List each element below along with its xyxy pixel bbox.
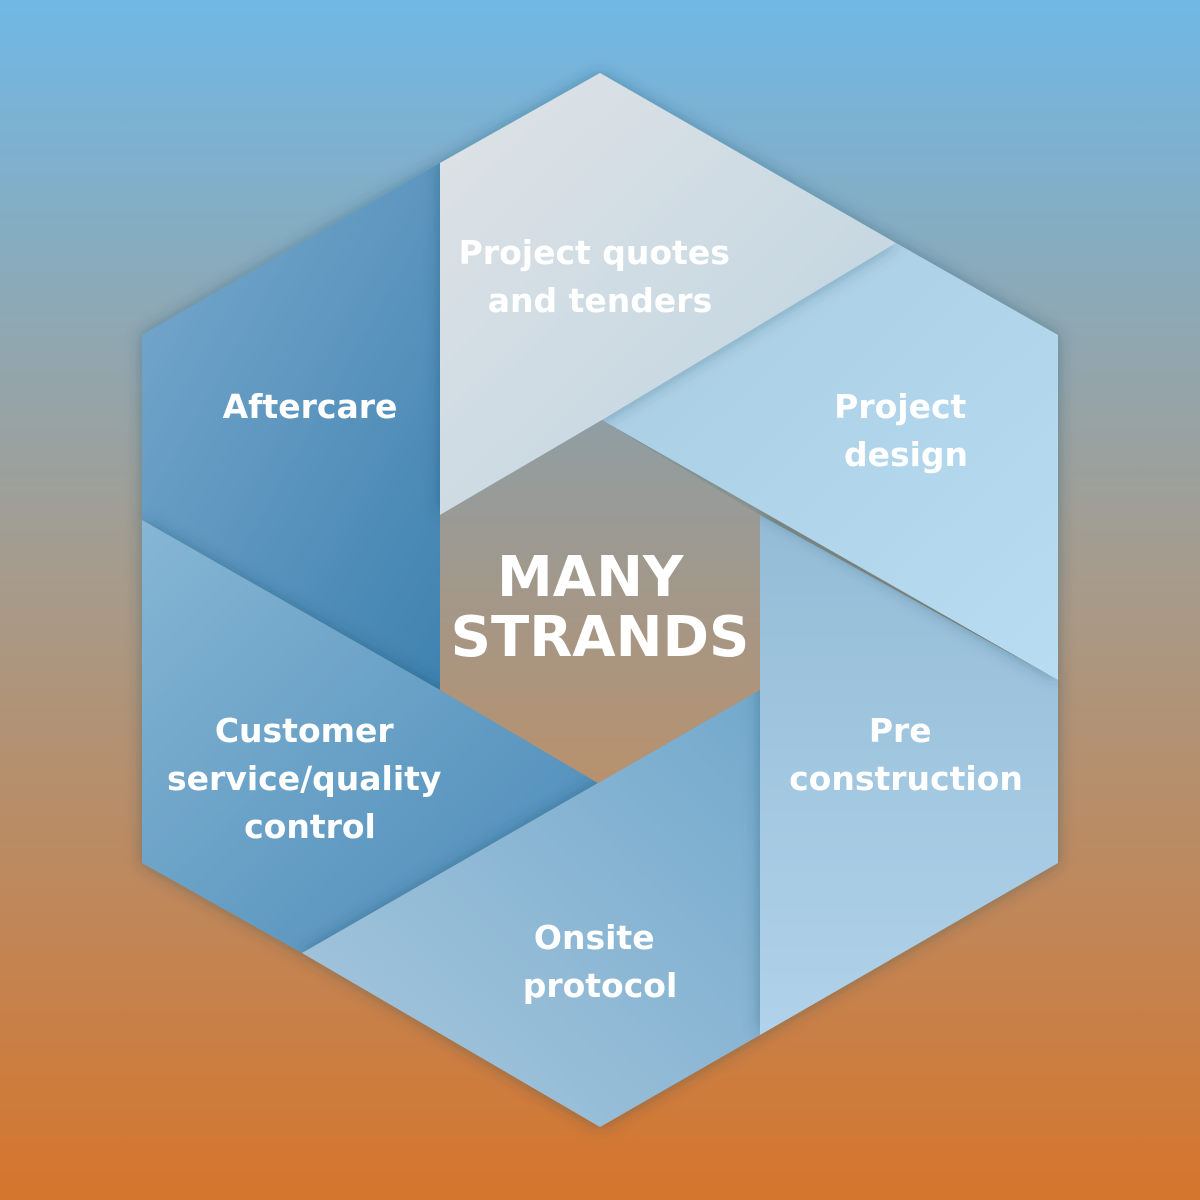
label-line: and tenders <box>488 281 712 320</box>
center-title-line: STRANDS <box>451 605 750 670</box>
label-line: Project <box>834 387 966 426</box>
center-title-line: MANY <box>497 545 685 610</box>
label-customer-service-quality-control: Customer service/quality control <box>167 711 453 846</box>
segment-project-design <box>602 243 1058 680</box>
label-line: control <box>244 807 376 846</box>
label-aftercare: Aftercare <box>223 387 398 426</box>
center-hexagon <box>440 420 760 783</box>
label-project-design: Project design <box>834 387 978 474</box>
label-line: Project quotes <box>459 233 730 272</box>
hexagon <box>142 73 1058 1127</box>
label-pre-construction: Pre construction <box>789 711 1023 798</box>
segment-onsite-protocol <box>302 690 760 1127</box>
segment-pre-construction <box>760 515 1058 1035</box>
label-line: Aftercare <box>223 387 398 426</box>
label-line: Pre <box>869 711 932 750</box>
segment-customer-service-quality-control <box>142 520 598 953</box>
labels: Project quotes and tenders Project desig… <box>167 233 1023 1005</box>
label-line: protocol <box>523 966 678 1005</box>
label-project-quotes-and-tenders: Project quotes and tenders <box>459 233 742 320</box>
label-onsite-protocol: Onsite protocol <box>523 918 678 1005</box>
label-line: design <box>844 435 968 474</box>
label-line: construction <box>789 759 1023 798</box>
label-line: Onsite <box>534 918 655 957</box>
label-line: Customer <box>215 711 395 750</box>
center-title: MANY STRANDS <box>451 545 750 670</box>
segment-aftercare <box>142 163 440 690</box>
segment-project-quotes-and-tenders <box>440 73 896 515</box>
label-line: service/quality <box>167 759 441 798</box>
